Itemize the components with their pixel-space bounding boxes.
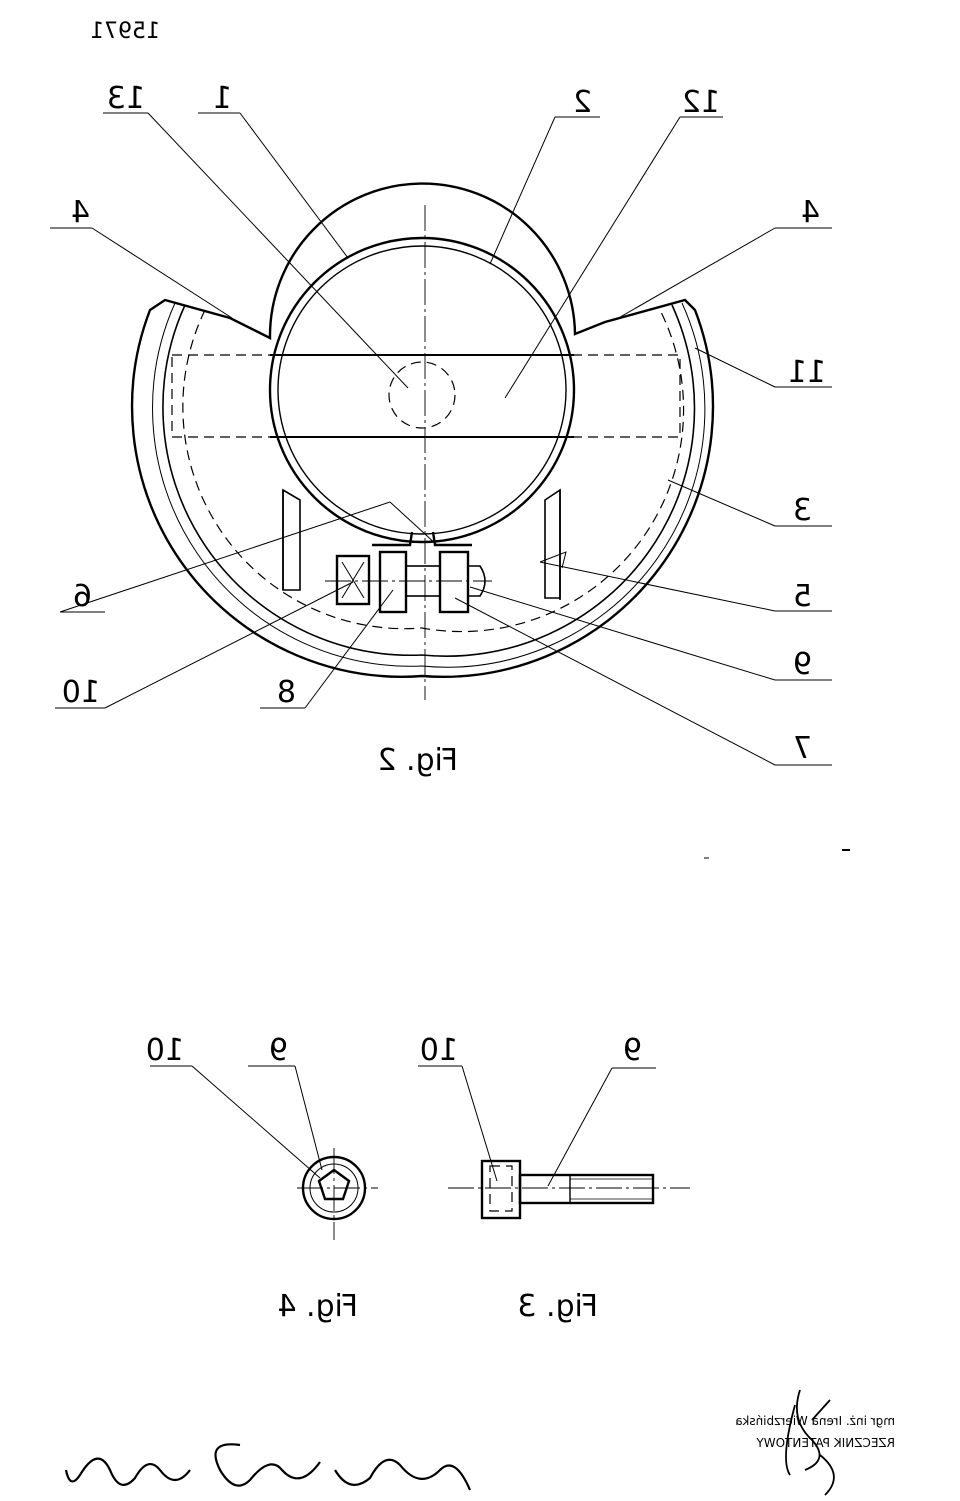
fig3-caption: Fig. 3 xyxy=(517,1289,598,1324)
fig3-bolt: 10 9 Fig. 3 xyxy=(418,1033,690,1324)
fig2-assembly: 13 1 2 12 4 4 11 3 5 6 9 10 8 7 Fig. 2 xyxy=(50,81,832,778)
fig4-head-inner xyxy=(309,1163,359,1213)
attorney-stamp: mgr inż. Irena Wierzbińska RZECZNIK PATE… xyxy=(735,1389,895,1496)
fig2-hidden-outline xyxy=(182,309,685,633)
fig2-label: 10 xyxy=(62,675,100,710)
fig3-leaders xyxy=(418,1065,656,1187)
fig2-weld-mark xyxy=(539,551,567,569)
fig2-label: 4 xyxy=(71,195,90,230)
doc-mark-text: 15971 xyxy=(90,19,160,44)
fig4-head-outer xyxy=(301,1155,367,1221)
fig2-label: 5 xyxy=(793,579,812,614)
fig2-shell-liner xyxy=(152,302,706,668)
fig2-label: 7 xyxy=(793,731,812,766)
fig2-label: 6 xyxy=(73,579,92,614)
fig4-leaders xyxy=(150,1065,323,1179)
fig2-caption: Fig. 2 xyxy=(377,743,458,778)
fig2-label: 3 xyxy=(793,493,812,528)
fig2-outer-shell xyxy=(130,182,715,678)
fig2-pipe-inner xyxy=(277,245,567,535)
fig4-socket-pentagon xyxy=(317,1168,351,1201)
fig2-label: 9 xyxy=(793,647,812,682)
fig3-head-socket xyxy=(489,1165,513,1212)
fig2-labels: 13 1 2 12 4 4 11 3 5 6 9 10 8 7 xyxy=(62,81,826,766)
fig3-label: 9 xyxy=(623,1033,642,1068)
stamp-line-2: RZECZNIK PATENTOWY xyxy=(756,1436,895,1450)
fig2-shell-inner-edge xyxy=(162,304,696,658)
fig2-label: 13 xyxy=(107,81,145,116)
fig2-label: 12 xyxy=(682,85,720,120)
fig4-bolt-end-view: 10 9 Fig. 4 xyxy=(146,1033,378,1324)
attorney-signature-scribble xyxy=(785,1389,835,1496)
fig2-clamp-lip-left xyxy=(372,531,414,547)
fig2-clamp-lip-right xyxy=(431,531,472,547)
handwritten-signature xyxy=(64,1443,472,1491)
fig2-label: 2 xyxy=(573,85,592,120)
fig2-leaders xyxy=(50,112,832,766)
fig3-label: 10 xyxy=(420,1033,458,1068)
fig2-hidden-hole xyxy=(388,361,456,429)
fig2-hidden-crossbar xyxy=(171,354,681,438)
fig2-label: 11 xyxy=(788,355,826,390)
fig4-label: 9 xyxy=(269,1033,288,1068)
fig2-pipe-outer xyxy=(268,236,576,544)
fig2-label: 4 xyxy=(801,195,820,230)
fig3-bolt-head xyxy=(480,1159,522,1220)
fig2-nut-hatch xyxy=(341,561,365,599)
doc-mark: 15971 xyxy=(90,19,160,44)
fig4-label: 10 xyxy=(146,1033,184,1068)
fig2-label: 1 xyxy=(213,81,232,116)
stamp-line-1: mgr inż. Irena Wierzbińska xyxy=(735,1414,895,1428)
fig2-label: 8 xyxy=(277,675,296,710)
fig2-nut xyxy=(335,554,371,606)
fig4-caption: Fig. 4 xyxy=(277,1289,358,1324)
fig3-bolt-shank xyxy=(518,1173,655,1205)
signature-stroke xyxy=(64,1443,472,1491)
